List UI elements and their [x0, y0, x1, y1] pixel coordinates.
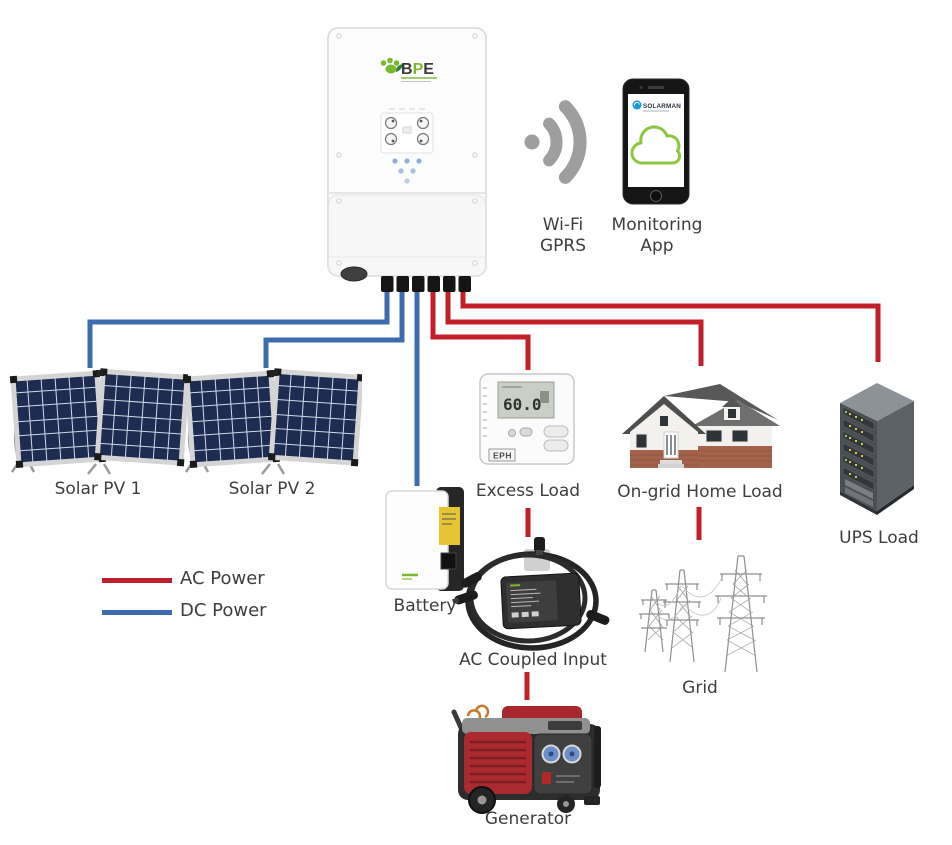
excess-load-image: 60.0 EPH: [479, 373, 575, 465]
ac-coupled-input-image: [452, 537, 610, 651]
monitoring-label-line1: Monitoring: [611, 215, 703, 235]
solarman-logo: SOLARMAN: [632, 100, 681, 112]
wifi-icon: [524, 100, 587, 184]
grid-label: Grid: [682, 678, 718, 698]
solar-pv-1-label: Solar PV 1: [54, 479, 142, 499]
ups-load-image: [840, 383, 914, 515]
battery-label: Battery: [393, 596, 457, 616]
battery-warning-label: [439, 507, 460, 545]
bpe-logo: BPE: [380, 57, 437, 82]
inverter-vent: [340, 266, 368, 282]
monitoring-app-label: Monitoring App: [612, 215, 703, 257]
legend-ac-label: AC Power: [180, 568, 265, 589]
ups-load-label: UPS Load: [839, 528, 919, 548]
solarman-logo-text: SOLARMAN: [643, 103, 681, 110]
inverter-buttons: [392, 158, 422, 184]
inverter-display: [380, 108, 434, 184]
wire-dc-inverter-to-pv2: [263, 288, 405, 368]
legend-dc-label: DC Power: [180, 600, 267, 621]
wire-dc-inverter-to-pv1: [87, 288, 390, 368]
inverter-connectors: [381, 276, 471, 292]
monitoring-app-icon: SOLARMAN: [622, 78, 690, 205]
legend-dc-line: [102, 610, 172, 615]
thermostat-brand: EPH: [493, 451, 512, 461]
wifi-label-line2: GPRS: [539, 236, 587, 256]
legend-ac-line: [102, 578, 172, 583]
wire-ac-inverter-to-home-load: [445, 288, 704, 366]
phone-home-button: [650, 190, 662, 202]
thermostat-button-down: [543, 439, 569, 452]
cloud-icon: [630, 125, 682, 165]
excess-load-label: Excess Load: [475, 481, 581, 501]
generator-image: [451, 704, 601, 814]
wire-ac-inverter-to-ups-load: [460, 288, 881, 362]
wifi-label: Wi-Fi GPRS: [540, 215, 586, 257]
grid-image: [639, 555, 767, 673]
wire-ac-inverter-to-excess-load: [430, 288, 531, 370]
ac-coupled-input-label: AC Coupled Input: [459, 650, 607, 670]
thermostat-button-up: [543, 425, 569, 438]
home-load-image: [622, 384, 780, 468]
inverter-screws: [336, 33, 478, 266]
battery-image: [385, 487, 464, 591]
monitoring-label-line2: App: [640, 236, 674, 256]
rack-units: [842, 406, 875, 491]
rack-leds: [849, 413, 863, 478]
thermostat-reading: 60.0: [503, 395, 542, 414]
generator-label: Generator: [484, 809, 572, 829]
solar-pv-1-image: [9, 368, 188, 475]
bpe-logo-text: BPE: [401, 61, 434, 78]
solar-pv-2-label: Solar PV 2: [228, 479, 316, 499]
inverter-image: BPE: [327, 27, 487, 292]
wifi-label-line1: Wi-Fi: [542, 215, 584, 235]
home-load-label: On-grid Home Load: [617, 482, 783, 502]
solar-pv-2-image: [183, 368, 362, 475]
